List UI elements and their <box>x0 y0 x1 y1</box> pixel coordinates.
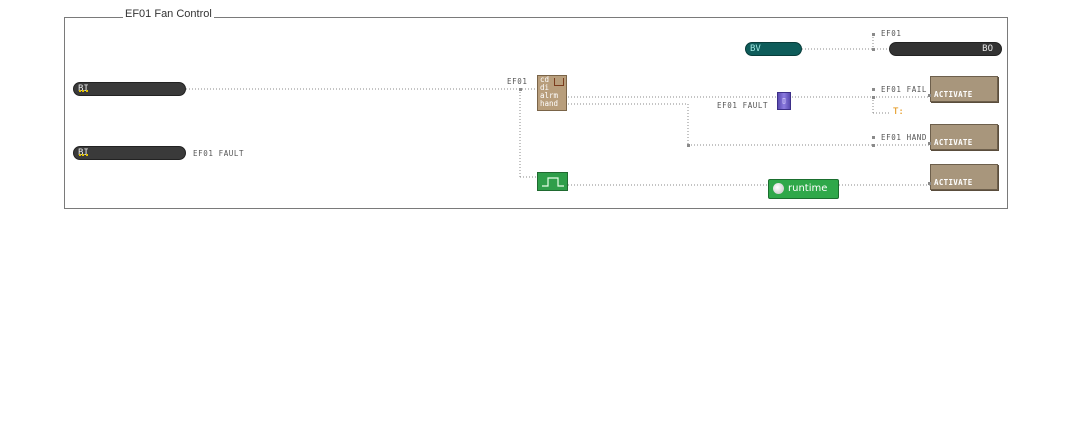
fault-logic-block[interactable]: ▯ <box>777 92 791 110</box>
runtime-knob-icon <box>773 183 784 194</box>
bi-tag: BI <box>78 84 89 94</box>
timer-block[interactable] <box>537 172 568 191</box>
hoa-top-label: EF01 <box>507 77 528 86</box>
hoa-row: cd <box>540 75 550 84</box>
hoa-icon <box>554 78 564 86</box>
activate-label: ACTIVATE <box>934 90 973 99</box>
trigger-flag: T: <box>893 107 904 117</box>
hoa-block[interactable]: cd di alrm hand <box>537 75 567 111</box>
hoa-row: hand <box>540 99 559 108</box>
runtime-label: runtime <box>788 183 828 194</box>
output-label-hand: EF01 HAND <box>881 133 928 142</box>
bo-output[interactable]: BO <box>889 42 1002 56</box>
activate-label: ACTIVATE <box>934 178 973 187</box>
panel-frame <box>64 17 1008 209</box>
activate-label: ACTIVATE <box>934 138 973 147</box>
activate-button-fail[interactable]: ACTIVATE <box>928 76 998 102</box>
bo-label: EF01 <box>881 29 902 38</box>
bi-input-1[interactable]: BI <box>73 82 186 96</box>
pulse-icon <box>542 177 564 187</box>
bi-input-2[interactable]: BI <box>73 146 186 160</box>
status-dots <box>79 154 88 158</box>
panel-title: EF01 Fan Control <box>123 8 214 20</box>
output-label-fail: EF01 FAIL <box>881 85 928 94</box>
bi-fault-label: EF01 FAULT <box>193 149 245 158</box>
hoa-row: alrm <box>540 91 559 100</box>
activate-button-runtime[interactable]: ACTIVATE <box>928 164 998 190</box>
bv-tag: BV <box>750 44 761 54</box>
bv-value[interactable]: BV <box>745 42 802 56</box>
hoa-row: di <box>540 83 550 92</box>
runtime-block[interactable]: runtime <box>768 179 839 199</box>
fault-label: EF01 FAULT <box>717 101 769 110</box>
status-dots <box>79 90 88 94</box>
activate-button-hand[interactable]: ACTIVATE <box>928 124 998 150</box>
bo-tag: BO <box>982 44 993 54</box>
bi-tag: BI <box>78 148 89 158</box>
